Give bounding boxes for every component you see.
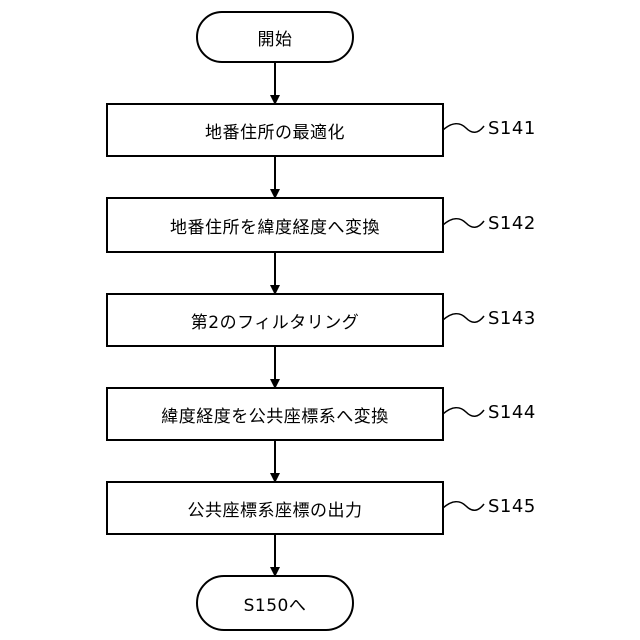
leader-s141 [443, 124, 484, 133]
step-id-s145: S145 [488, 496, 536, 517]
step-id-s143: S143 [488, 308, 536, 329]
step-id-s144: S144 [488, 402, 536, 423]
start-label: 開始 [197, 12, 353, 62]
step-id-s141: S141 [488, 118, 536, 139]
leader-s144 [443, 408, 484, 417]
step-id-s142: S142 [488, 213, 536, 234]
step-label-s142: 地番住所を緯度経度へ変換 [107, 198, 443, 252]
step-label-s143: 第2のフィルタリング [107, 294, 443, 346]
step-label-s145: 公共座標系座標の出力 [107, 482, 443, 534]
step-label-s141: 地番住所の最適化 [107, 104, 443, 156]
leader-s142 [443, 219, 484, 228]
leader-s143 [443, 314, 484, 323]
step-label-s144: 緯度経度を公共座標系へ変換 [107, 388, 443, 440]
end-label: S150へ [197, 576, 353, 630]
leader-s145 [443, 502, 484, 511]
